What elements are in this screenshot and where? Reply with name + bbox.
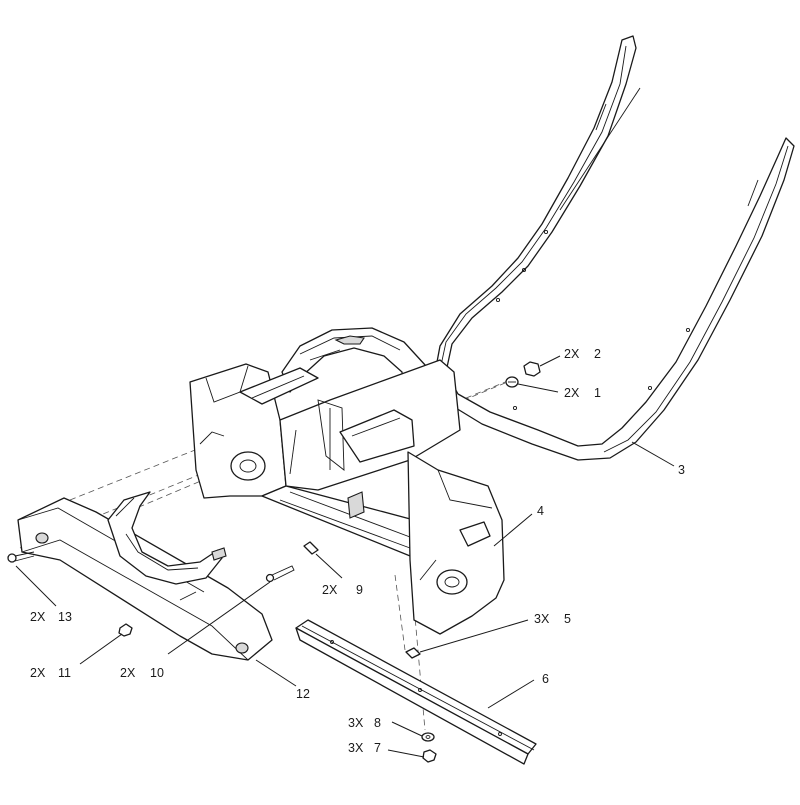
callout-labels: 2X 1 2X 2 3 4 3X 5 6 3X 8 3X 7 2X 9 2X 1… — [30, 347, 685, 755]
part-clevis-pin-10 — [265, 565, 295, 583]
part-handle-bolt — [505, 376, 519, 388]
callout-11-num: 11 — [58, 666, 71, 680]
callout-12-num: 12 — [296, 687, 310, 701]
part-front-frame — [17, 497, 273, 661]
callout-13-num: 13 — [58, 610, 72, 624]
callout-9-qty: 2X — [322, 583, 338, 597]
leader-lines — [15, 355, 675, 758]
callout-2-num: 2 — [594, 347, 601, 361]
part-spacer-9 — [303, 541, 319, 555]
part-carriage-bolt — [405, 647, 421, 659]
callout-4-num: 4 — [537, 504, 544, 518]
callout-13-qty: 2X — [30, 610, 46, 624]
callout-10-num: 10 — [150, 666, 164, 680]
callout-8-qty: 3X — [348, 716, 364, 730]
callout-1-qty: 2X — [564, 386, 580, 400]
callout-5-num: 5 — [564, 612, 571, 626]
callout-2-qty: 2X — [564, 347, 580, 361]
callout-9-num: 9 — [356, 583, 363, 597]
part-scraper-bar — [295, 619, 537, 765]
callout-6-num: 6 — [542, 672, 549, 686]
callout-10-qty: 2X — [120, 666, 136, 680]
part-handle — [433, 35, 795, 461]
part-nut-11 — [118, 623, 133, 637]
callout-7-num: 7 — [374, 741, 381, 755]
part-shroud — [107, 491, 227, 585]
callout-1-num: 1 — [594, 386, 601, 400]
part-washer — [421, 732, 435, 742]
callout-11-qty: 2X — [30, 666, 46, 680]
callout-3-num: 3 — [678, 463, 685, 477]
callout-7-qty: 3X — [348, 741, 364, 755]
part-nut — [422, 749, 437, 763]
callout-8-num: 8 — [374, 716, 381, 730]
part-auger-housing — [189, 327, 505, 635]
part-handle-nut — [523, 361, 541, 377]
callout-5-qty: 3X — [534, 612, 550, 626]
part-bolt-13 — [7, 551, 35, 563]
